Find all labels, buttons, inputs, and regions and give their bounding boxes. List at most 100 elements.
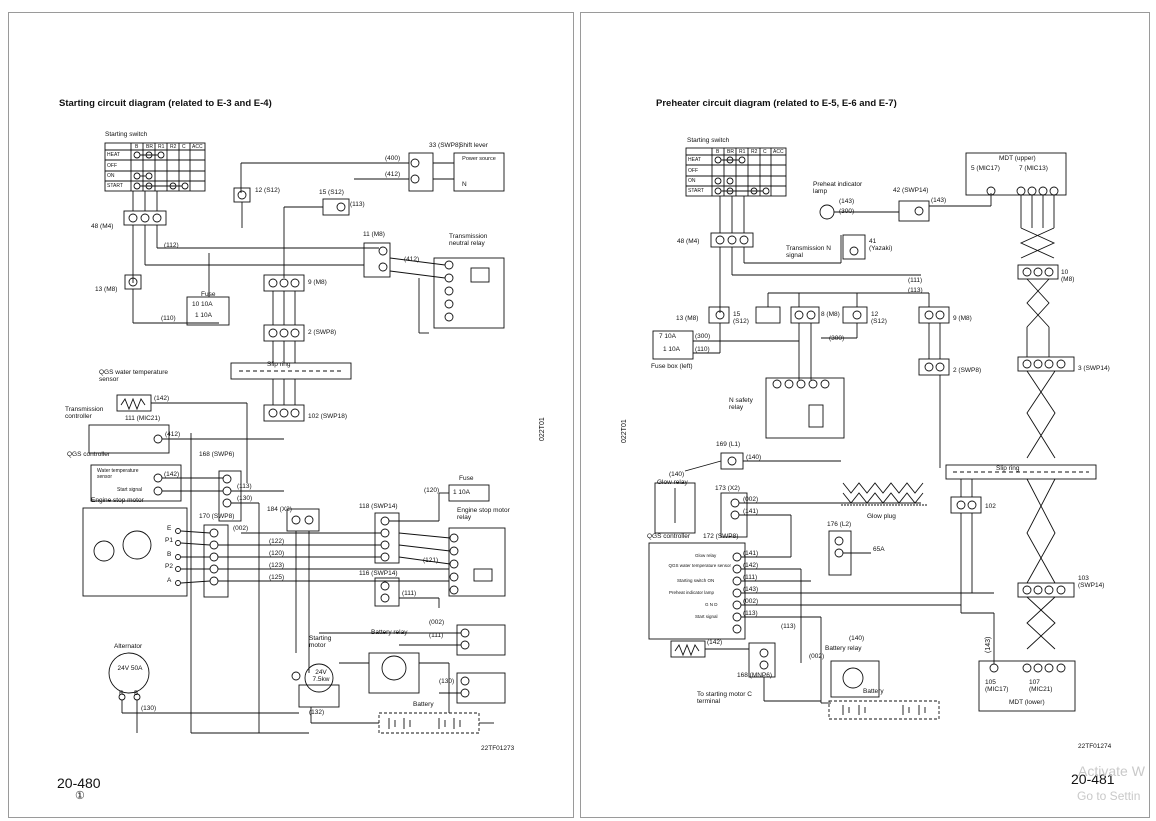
r-wire-140b: (140) (669, 471, 685, 478)
r-sw-start: START (688, 188, 704, 194)
mdt-lower: MDT (lower) (1009, 699, 1045, 706)
c-glow-relay: Glow relay (695, 553, 717, 558)
sw-off: OFF (107, 163, 117, 169)
sw-start: START (107, 183, 123, 189)
r-swp8-2: 2 (SWP8) (953, 367, 982, 374)
swp14-3: 3 (SWP14) (1078, 365, 1110, 372)
fuse-1: 1 10A (195, 312, 212, 319)
r-wire-141b: (141) (743, 550, 759, 557)
r-m8-13: 13 (M8) (676, 315, 699, 322)
swp14-42: 42 (SWP14) (893, 187, 929, 194)
left-page-number: 20-480 (57, 775, 101, 791)
battery-relay-label: Battery relay (371, 629, 408, 636)
to-starting-motor: To starting motor C terminal (697, 691, 752, 705)
r-wire-002: (002) (743, 496, 759, 503)
wire-002b: (002) (429, 619, 445, 626)
r-wire-141: (141) (743, 508, 759, 515)
starting-switch-table (104, 142, 206, 192)
r-wire-110b: (110) (695, 346, 710, 353)
r-m8-9: 9 (M8) (953, 315, 972, 322)
right-figure-code: 22TF01274 (1078, 743, 1112, 750)
col-acc: ACC (192, 144, 203, 150)
r-wire-113c: (113) (781, 623, 796, 630)
wire-112: (112) (164, 242, 179, 249)
l2-176: 176 (L2) (827, 521, 852, 528)
activate-watermark-line1: Activate W (1078, 763, 1145, 779)
wire-113: (113) (350, 201, 365, 208)
n-safety-relay: N safety relay (729, 397, 753, 411)
r-col-b: B (716, 149, 720, 155)
fuse2-1: 1 10A (453, 489, 470, 496)
shift-lever-label: Shift lever (459, 142, 488, 149)
alternator-label: Alternator (114, 643, 143, 650)
left-title: Starting circuit diagram (related to E-3… (59, 98, 272, 109)
m8-13: 13 (M8) (95, 286, 118, 293)
wire-142b: (142) (164, 471, 180, 478)
m8-11: 11 (M8) (363, 231, 385, 238)
r-fuse-7: 7 10A (659, 333, 676, 340)
wire-412: (412) (385, 171, 401, 178)
r-slip-ring: Slip ring (996, 465, 1020, 472)
r-m4-48: 48 (M4) (677, 238, 700, 245)
wire-130c: (130) (439, 678, 455, 685)
r-battery: Battery (863, 688, 884, 695)
wire-120: (120) (269, 550, 285, 557)
wire-142: (142) (154, 395, 170, 402)
engine-stop-motor-relay: Engine stop motor relay (457, 507, 510, 521)
r-wire-142b: (142) (707, 639, 723, 646)
col-r2: R2 (170, 144, 177, 150)
yazaki-41: 41 (Yazaki) (869, 238, 893, 252)
transmission-n-signal: Transmission N signal (786, 245, 831, 259)
starting-motor-label: Starting motor (309, 635, 332, 649)
page-right: Preheater circuit diagram (related to E-… (580, 12, 1150, 818)
wire-122: (122) (269, 538, 285, 545)
r-sw-heat: HEAT (688, 157, 701, 163)
r-col-r2: R2 (751, 149, 758, 155)
r-wire-142: (142) (743, 562, 759, 569)
c-start-signal: Start signal (695, 614, 718, 619)
fuse2-label: Fuse (459, 475, 474, 482)
c-wts: QGS water temperature sensor (668, 563, 731, 568)
r-wire-143c: (143) (743, 586, 759, 593)
r-wire-143: (143) (839, 198, 855, 205)
r-wire-300b: (300) (695, 333, 711, 340)
transmission-neutral-relay: Transmission neutral relay (449, 233, 488, 247)
r-starting-switch-label: Starting switch (687, 137, 730, 144)
swp18-102: 102 (SWP18) (308, 413, 348, 420)
left-figure-code: 22TF01273 (481, 745, 515, 752)
r-s12-15: 15 (S12) (733, 311, 749, 325)
col-c: C (182, 144, 186, 150)
swp6-168: 168 (SWP6) (199, 451, 235, 458)
r-wire-111: (111) (908, 277, 923, 284)
pin-a: A (167, 577, 172, 584)
alt-r: R (119, 690, 124, 697)
swp14-118: 118 (SWP14) (359, 503, 398, 510)
fuse-10: 10 10A (192, 301, 213, 308)
starting-motor-rating: 24V 7.5kw (312, 669, 330, 683)
col-br: BR (146, 144, 153, 150)
power-source: Power source (462, 156, 496, 162)
alt-b: B (134, 690, 139, 697)
r-wire-143b: (143) (931, 197, 947, 204)
pin-p1: P1 (165, 537, 173, 544)
r-sw-on: ON (688, 178, 696, 184)
x2-173: 173 (X2) (715, 485, 740, 492)
r-qgs-controller: QGS controller (647, 533, 690, 540)
r-col-r1: R1 (739, 149, 746, 155)
m8-9: 9 (M8) (308, 279, 327, 286)
mic21-111: 111 (MIC21) (125, 415, 161, 422)
swp8-2: 2 (SWP8) (308, 329, 337, 336)
qgs-controller-label: QGS controller (67, 451, 110, 458)
r-m8-8: 8 (M8) (821, 311, 840, 318)
preheat-indicator-lamp: Preheat indicator lamp (813, 181, 863, 195)
r-wire-113b: (113) (743, 610, 758, 617)
battery-label: Battery (413, 701, 434, 708)
sw-on: ON (107, 173, 115, 179)
m8-10: 10 (M8) (1061, 269, 1075, 283)
r-wire-113: (113) (908, 287, 923, 294)
starting-switch-table-right (685, 147, 787, 197)
r-battery-relay: Battery relay (825, 645, 862, 652)
r-wire-143d: (143) (985, 636, 992, 653)
start-signal-label: Start signal (117, 487, 143, 493)
c-gnd: G N D (705, 602, 718, 607)
